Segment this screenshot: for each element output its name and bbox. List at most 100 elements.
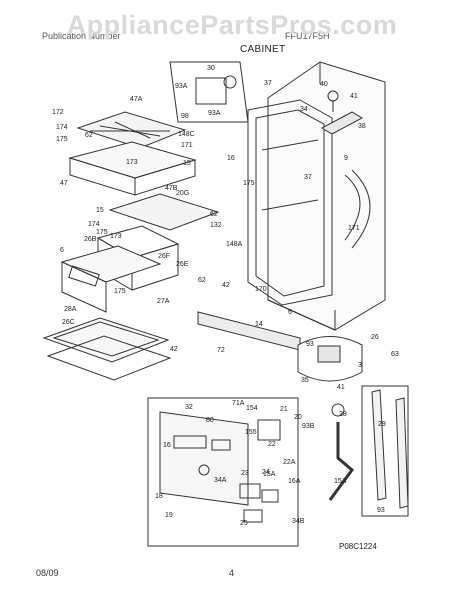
callout-label: 72 [217, 347, 225, 354]
section-title: CABINET [240, 44, 286, 55]
callout-label: 171 [181, 142, 193, 149]
toe-grille-72 [197, 311, 301, 351]
callout-label: 47 [60, 180, 68, 187]
side-rails [361, 385, 409, 517]
callout-label: 80 [206, 417, 214, 424]
callout-label: 28A [64, 306, 77, 313]
bin-20g [68, 141, 197, 196]
callout-label: 16 [227, 155, 235, 162]
callout-label: 15A [334, 478, 347, 485]
callout-label: 15 [96, 207, 104, 214]
callout-label: 37 [304, 174, 312, 181]
callout-label: 29 [378, 421, 386, 428]
callout-label: 30 [207, 65, 215, 72]
callout-label: 21 [280, 406, 288, 413]
callout-label: 62 [198, 277, 206, 284]
callout-label: 6 [288, 309, 292, 316]
callout-label: 34 [300, 106, 308, 113]
callout-label: 172 [52, 109, 64, 116]
shelf-42 [42, 317, 172, 381]
footer-date: 08/09 [36, 568, 59, 578]
callout-label: 175 [96, 229, 108, 236]
control-panel-box [147, 397, 299, 547]
callout-label: 6 [60, 247, 64, 254]
callout-label: 154 [246, 405, 258, 412]
callout-label: 174 [88, 221, 100, 228]
callout-label: 34B [292, 518, 305, 525]
drain-tube [328, 403, 355, 501]
callout-label: 175 [56, 136, 68, 143]
header-model-number: FFU17F5H [285, 31, 330, 41]
callout-label: 19 [165, 512, 173, 519]
callout-label: 175 [114, 288, 126, 295]
shelf-47a [76, 111, 187, 149]
callout-label: 15A [263, 471, 276, 478]
callout-label: 47A [130, 96, 143, 103]
callout-label: 41 [350, 93, 358, 100]
cabinet-body [267, 61, 386, 331]
callout-label: 23 [241, 470, 249, 477]
callout-label: 9 [344, 155, 348, 162]
callout-label: 22 [268, 441, 276, 448]
footer-page-number: 4 [229, 568, 235, 578]
callout-label: 47B [165, 185, 178, 192]
callout-label: 93 [306, 341, 314, 348]
callout-label: 3 [358, 362, 362, 369]
callout-label: 93A [175, 83, 188, 90]
callout-label: 93A [208, 110, 221, 117]
callout-label: 14 [255, 321, 263, 328]
callout-label: 35 [301, 377, 309, 384]
callout-label: 24 [262, 469, 270, 476]
callout-label: 25 [240, 520, 248, 527]
callout-label: 93B [302, 423, 315, 430]
callout-label: 32 [185, 404, 193, 411]
callout-label: 18 [155, 493, 163, 500]
callout-label: 26F [158, 253, 170, 260]
callout-label: 28 [339, 411, 347, 418]
callout-label: 34A [214, 477, 227, 484]
lower-hinge-detail [297, 336, 363, 382]
callout-label: 16 [163, 442, 171, 449]
liner-frame [247, 99, 333, 306]
callout-label: 16A [288, 478, 301, 485]
callout-labels: 30 93A 98 93A 37 40 41 38 47A 172 174 14… [52, 65, 399, 527]
callout-label: 37 [264, 80, 272, 87]
callout-label: 26E [176, 261, 189, 268]
callout-label: 93 [377, 507, 385, 514]
callout-label: 148C [178, 131, 195, 138]
callout-label: 62 [85, 132, 93, 139]
callout-label: 62 [210, 211, 218, 218]
drawer-assembly [60, 225, 180, 313]
diagram-code: P08C1224 [339, 542, 377, 551]
callout-label: 155 [245, 429, 257, 436]
callout-label: 98 [181, 113, 189, 120]
callout-label: 175 [243, 180, 255, 187]
callout-label: 38 [358, 123, 366, 130]
callout-label: 26B [84, 236, 97, 243]
callout-label: 42 [170, 346, 178, 353]
callout-label: 41 [337, 384, 345, 391]
callout-label: 71A [232, 400, 245, 407]
callout-label: 40 [320, 81, 328, 88]
callout-label: 26 [371, 334, 379, 341]
hinge-bracket [320, 90, 364, 135]
callout-label: 170 [255, 286, 267, 293]
callout-label: 27A [157, 298, 170, 305]
callout-label: 173 [110, 233, 122, 240]
callout-label: 174 [56, 124, 68, 131]
callout-label: 22A [283, 459, 296, 466]
callout-label: 20G [176, 190, 189, 197]
callout-label: 148A [226, 241, 243, 248]
header-publication-label: Publication Number [42, 31, 121, 41]
callout-label: 20 [294, 414, 302, 421]
callout-label: 63 [391, 351, 399, 358]
callout-label: 26C [62, 319, 75, 326]
callout-label: 15 [183, 160, 191, 167]
detail-box-latch [169, 61, 249, 123]
callout-label: 171 [348, 225, 360, 232]
callout-label: 132 [210, 222, 222, 229]
callout-label: 42 [222, 282, 230, 289]
callout-label: 173 [126, 159, 138, 166]
shelf-middle [108, 193, 220, 231]
